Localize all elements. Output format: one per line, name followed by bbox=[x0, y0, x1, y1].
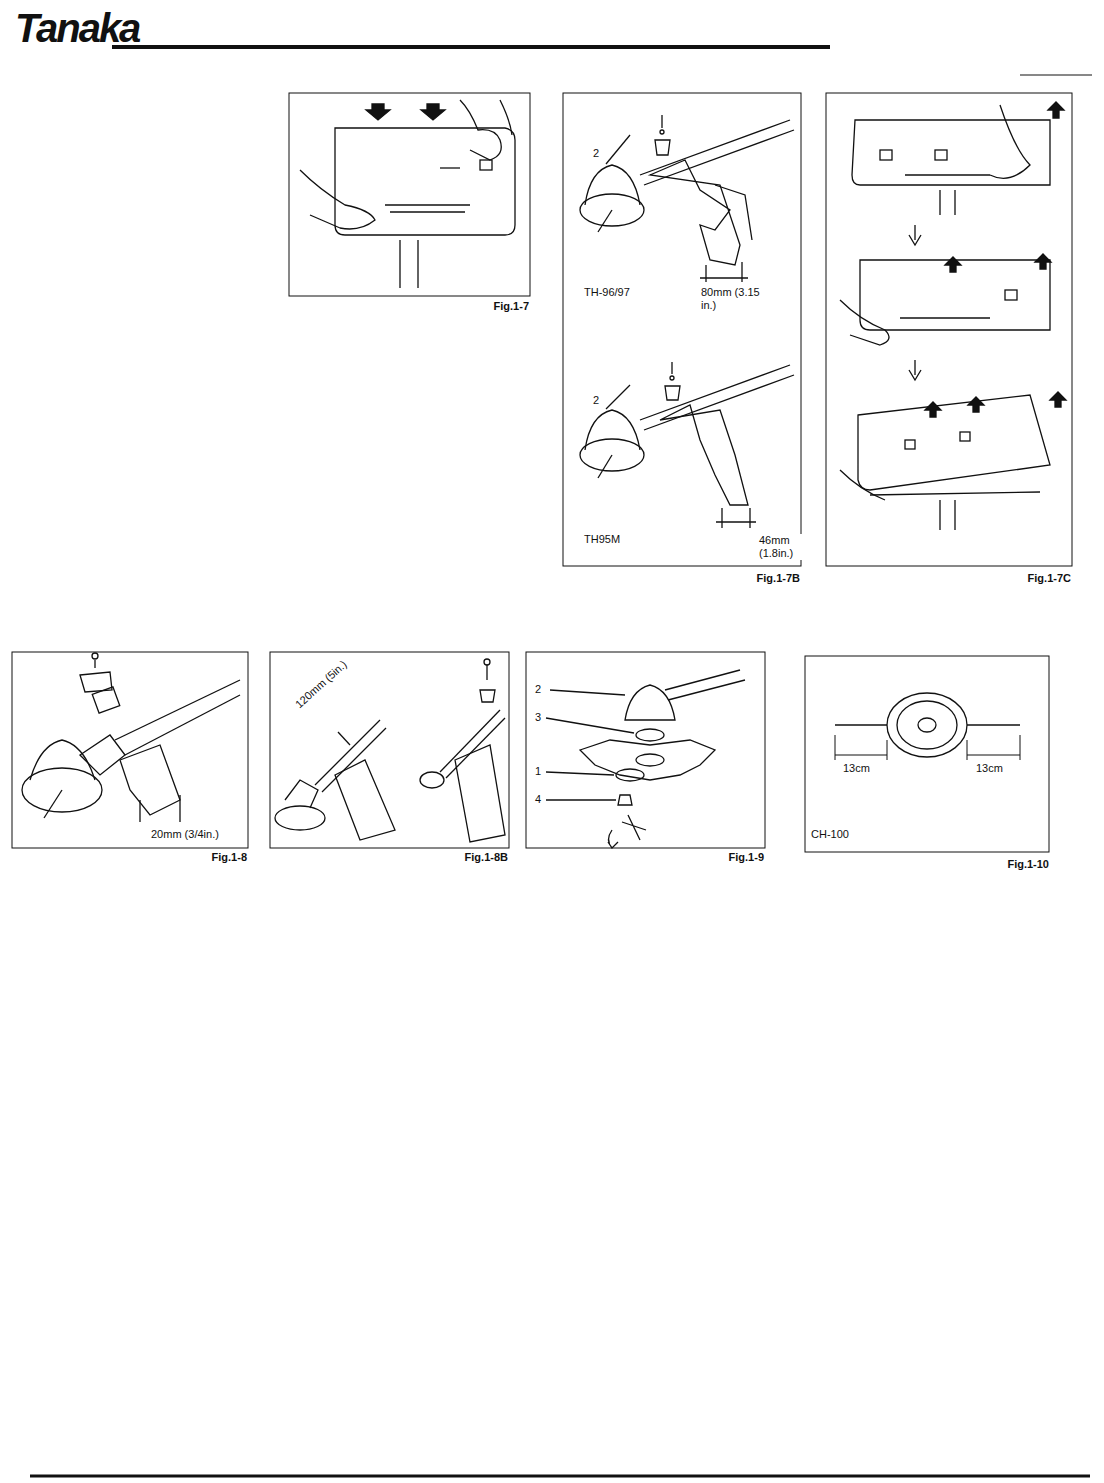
dimension: 80mm (3.15 in.) bbox=[700, 286, 762, 312]
guard-removal-sketch bbox=[840, 102, 1066, 530]
figure-number: Fig.1-7B bbox=[756, 572, 801, 585]
figure-number: Fig.1-9 bbox=[728, 851, 765, 864]
dimension: 120mm (5in.) bbox=[292, 657, 350, 711]
header-rule bbox=[1020, 75, 1092, 76]
dimension: 46mm (1.8in.) bbox=[758, 534, 810, 560]
dimension: 13cm bbox=[975, 762, 1004, 775]
header-rule bbox=[112, 45, 830, 49]
guard-install-sketch bbox=[300, 100, 515, 288]
figure-number: Fig.1-8 bbox=[211, 851, 248, 864]
dimension: 20mm (3/4in.) bbox=[150, 828, 220, 841]
figure-number: Fig.1-7C bbox=[1027, 572, 1072, 585]
footer-rule bbox=[30, 1475, 1090, 1478]
callout-number: 2 bbox=[534, 683, 542, 696]
callout-number: 3 bbox=[534, 711, 542, 724]
callout-number: 4 bbox=[534, 793, 542, 806]
trimmer-head-sketch bbox=[580, 362, 794, 528]
model-name: TH95M bbox=[583, 533, 621, 546]
callout-number: 2 bbox=[592, 147, 600, 160]
trimmer-head-sketch bbox=[580, 115, 794, 282]
model-name: TH-96/97 bbox=[583, 286, 631, 299]
blade-install-sketch bbox=[546, 670, 745, 848]
brand-logo: Tanaka bbox=[14, 6, 140, 50]
shield-mount-sketch bbox=[22, 653, 240, 822]
trimmer-head-sketch bbox=[835, 693, 1020, 760]
callout-number: 1 bbox=[534, 765, 542, 778]
callout-number: 2 bbox=[592, 394, 600, 407]
figure-number: Fig.1-8B bbox=[464, 851, 509, 864]
dimension: 13cm bbox=[842, 762, 871, 775]
figure-number: Fig.1-10 bbox=[1006, 858, 1050, 871]
figure-frames bbox=[12, 93, 1072, 852]
figure-number: Fig.1-7 bbox=[493, 300, 530, 313]
model-name: CH-100 bbox=[810, 828, 850, 841]
